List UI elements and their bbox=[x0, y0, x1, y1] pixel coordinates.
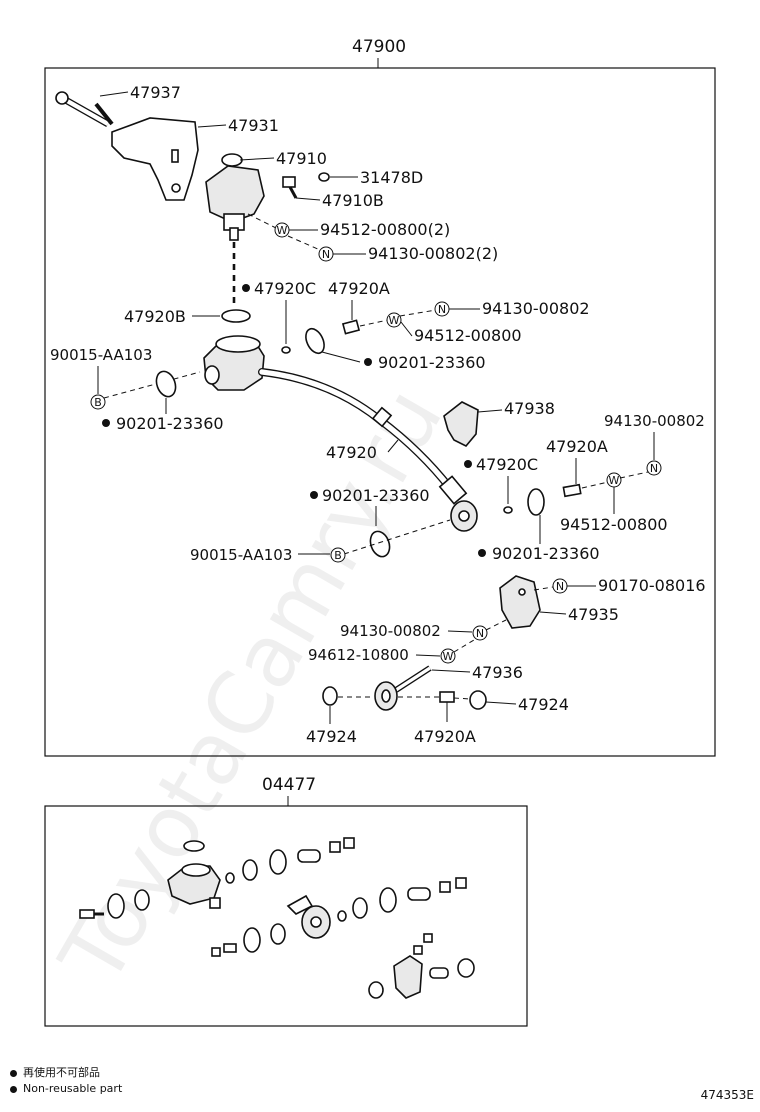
banjo-bolt-47936 bbox=[374, 665, 432, 711]
label-47937: 47937 bbox=[130, 83, 181, 102]
label-47920A-top: 47920A bbox=[328, 279, 390, 298]
label-gasket-2: 90201-23360 bbox=[116, 414, 224, 433]
cap-47924-right bbox=[469, 690, 487, 710]
label-bolt-2: 90015-AA103 bbox=[190, 546, 292, 564]
pin-47920A-top bbox=[341, 319, 361, 335]
kit-parts bbox=[79, 837, 475, 999]
bracket-47935 bbox=[499, 575, 541, 629]
bullet-icon bbox=[10, 1069, 17, 1077]
washer-symbol-2: W bbox=[389, 314, 400, 327]
label-nut-2: 94130-00802 bbox=[482, 299, 590, 318]
nut-symbol-1: N bbox=[322, 248, 330, 261]
legend-jp: 再使用不可部品 bbox=[10, 1064, 100, 1080]
bolt-symbol-2: B bbox=[334, 549, 342, 562]
label-47920A-bottom: 47920A bbox=[414, 727, 476, 746]
nut-symbol-4: N bbox=[556, 580, 564, 593]
bracket-47931 bbox=[111, 117, 199, 201]
bolt-47910B bbox=[282, 176, 298, 199]
seal-47920C-top bbox=[281, 346, 291, 354]
label-nut-4: 90170-08016 bbox=[598, 576, 706, 595]
gasket-lower bbox=[369, 530, 391, 558]
label-washer-3: 94512-00800 bbox=[560, 515, 668, 534]
label-gasket-3: 90201-23360 bbox=[322, 486, 430, 505]
bolt-symbol-1: B bbox=[94, 396, 102, 409]
gasket-upper-right bbox=[305, 327, 325, 355]
gasket-left bbox=[155, 370, 177, 398]
pin-47920A-bottom bbox=[439, 691, 455, 703]
label-47920A-mid: 47920A bbox=[546, 437, 608, 456]
label-gasket-4: 90201-23360 bbox=[492, 544, 600, 563]
label-47936: 47936 bbox=[472, 663, 523, 682]
label-47935: 47935 bbox=[568, 605, 619, 624]
washer-symbol-3: W bbox=[609, 474, 620, 487]
nut-symbol-5: N bbox=[476, 627, 484, 640]
label-47931: 47931 bbox=[228, 116, 279, 135]
label-gasket-1: 90201-23360 bbox=[378, 353, 486, 372]
legend-jp-text: 再使用不可部品 bbox=[23, 1066, 100, 1079]
bullet-icon bbox=[10, 1085, 17, 1093]
kit-frame bbox=[44, 805, 528, 1027]
label-bolt-1: 90015-AA103 bbox=[50, 346, 152, 364]
label-47920C-mid: 47920C bbox=[476, 455, 538, 474]
label-47910: 47910 bbox=[276, 149, 327, 168]
label-nut-1: 94130-00802(2) bbox=[368, 244, 498, 263]
legend-en: Non-reusable part bbox=[10, 1082, 122, 1095]
label-nut-3: 94130-00802 bbox=[604, 412, 705, 430]
legend-en-text: Non-reusable part bbox=[23, 1082, 123, 1095]
seal-47920C-mid bbox=[503, 506, 513, 514]
washer-symbol-4: W bbox=[443, 650, 454, 663]
label-47938: 47938 bbox=[504, 399, 555, 418]
gasket-right bbox=[527, 488, 545, 516]
label-31478D: 31478D bbox=[360, 168, 423, 187]
pin-47920A-mid bbox=[562, 483, 582, 498]
label-47924-left: 47924 bbox=[306, 727, 357, 746]
assembly-frame bbox=[44, 67, 716, 757]
bracket-47938 bbox=[443, 401, 479, 447]
bolt-47937 bbox=[55, 91, 114, 128]
label-47910B: 47910B bbox=[322, 191, 384, 210]
nut-symbol-3: N bbox=[650, 462, 658, 475]
label-47920C-top: 47920C bbox=[254, 279, 316, 298]
label-nut-5: 94130-00802 bbox=[340, 622, 441, 640]
cap-31478D bbox=[318, 172, 330, 182]
label-washer-4: 94612-10800 bbox=[308, 646, 409, 664]
label-47924-right: 47924 bbox=[518, 695, 569, 714]
nut-symbol-2: N bbox=[438, 303, 446, 316]
seal-47920B bbox=[221, 309, 251, 323]
reference-code: 474353E bbox=[700, 1088, 754, 1102]
label-washer-1: 94512-00800(2) bbox=[320, 220, 450, 239]
label-47920B: 47920B bbox=[124, 307, 186, 326]
cap-47924-left bbox=[322, 686, 338, 706]
washer-symbol-1: W bbox=[277, 224, 288, 237]
kit-number: 04477 bbox=[262, 775, 316, 795]
label-47920: 47920 bbox=[326, 443, 377, 462]
assembly-number: 47900 bbox=[352, 37, 406, 57]
label-washer-2: 94512-00800 bbox=[414, 326, 522, 345]
